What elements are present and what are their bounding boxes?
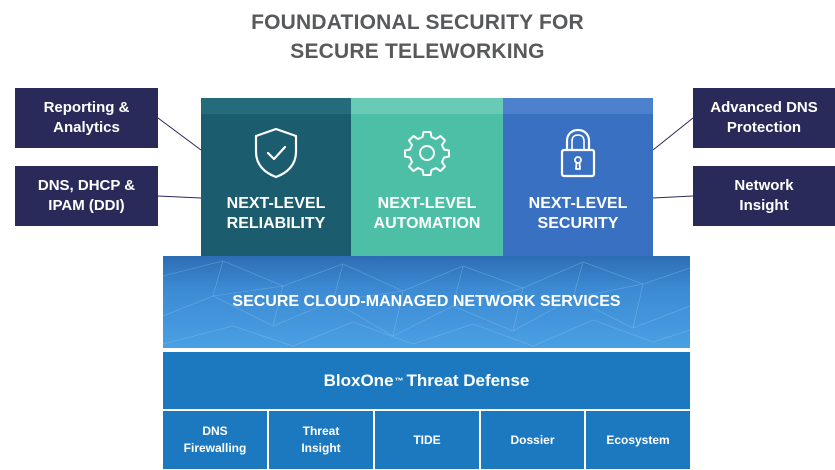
pillar-line-2: RELIABILITY	[226, 215, 326, 232]
component-dossier: Dossier	[481, 411, 584, 469]
padlock-icon	[560, 128, 596, 178]
pillar-cap	[351, 98, 503, 114]
component-ecosystem: Ecosystem	[586, 411, 690, 469]
component-tide: TIDE	[375, 411, 479, 469]
pillar-security: NEXT-LEVEL SECURITY	[503, 98, 653, 260]
advanced-dns-label: Advanced DNS Protection	[693, 88, 835, 148]
component-label: Dossier	[510, 432, 555, 447]
network-insight-line-1: Network	[734, 177, 794, 194]
connector-network-insight	[652, 195, 694, 199]
pillar-reliability: NEXT-LEVEL RELIABILITY	[201, 98, 351, 260]
component-label: TIDE	[413, 432, 441, 447]
pillar-line-2: AUTOMATION	[373, 215, 481, 232]
advanced-dns-line-2: Protection	[726, 119, 802, 136]
bloxone-name: BloxOne	[323, 370, 394, 390]
network-insight-label: Network Insight	[693, 166, 835, 226]
pillar-line-1: NEXT-LEVEL	[377, 195, 477, 212]
cloud-services-label: SECURE CLOUD-MANAGED NETWORK SERVICES	[232, 293, 621, 310]
cloud-services-band: SECURE CLOUD-MANAGED NETWORK SERVICES	[163, 256, 690, 348]
reporting-line-2: Analytics	[53, 119, 120, 136]
advanced-dns-line-1: Advanced DNS	[710, 99, 818, 116]
component-line-2: Firewalling	[183, 441, 247, 455]
network-mesh-pattern	[163, 260, 690, 347]
diagram-title: FOUNDATIONAL SECURITY FOR SECURE TELEWOR…	[0, 8, 835, 66]
title-line-1: FOUNDATIONAL SECURITY FOR	[251, 11, 584, 34]
network-insight-line-2: Insight	[739, 197, 789, 214]
ddi-line-2: IPAM (DDI)	[48, 197, 125, 214]
threat-defense-text: Threat Defense	[406, 370, 530, 390]
ddi-line-1: DNS, DHCP &	[37, 177, 136, 194]
component-label: Ecosystem	[606, 432, 670, 447]
trademark-symbol: ™	[394, 375, 404, 386]
component-line-2: Insight	[301, 441, 341, 455]
connector-advanced-dns	[652, 117, 694, 151]
connector-ddi	[157, 195, 202, 199]
shield-check-icon	[254, 127, 298, 179]
reporting-line-1: Reporting &	[43, 99, 130, 116]
ddi-label: DNS, DHCP & IPAM (DDI)	[15, 166, 158, 226]
pillar-line-2: SECURITY	[537, 215, 619, 232]
pillar-line-1: NEXT-LEVEL	[528, 195, 628, 212]
component-line-1: Threat	[302, 424, 340, 438]
component-line-1: DNS	[202, 424, 228, 438]
pillar-cap	[201, 98, 351, 114]
pillar-automation: NEXT-LEVEL AUTOMATION	[351, 98, 503, 260]
gear-icon	[404, 131, 450, 176]
title-line-2: SECURE TELEWORKING	[290, 40, 545, 63]
reporting-analytics-label: Reporting & Analytics	[15, 88, 158, 148]
pillar-line-1: NEXT-LEVEL	[226, 195, 326, 212]
pillar-cap	[503, 98, 653, 114]
component-dns-firewalling: DNS Firewalling	[163, 411, 267, 469]
connector-reporting	[157, 117, 202, 151]
